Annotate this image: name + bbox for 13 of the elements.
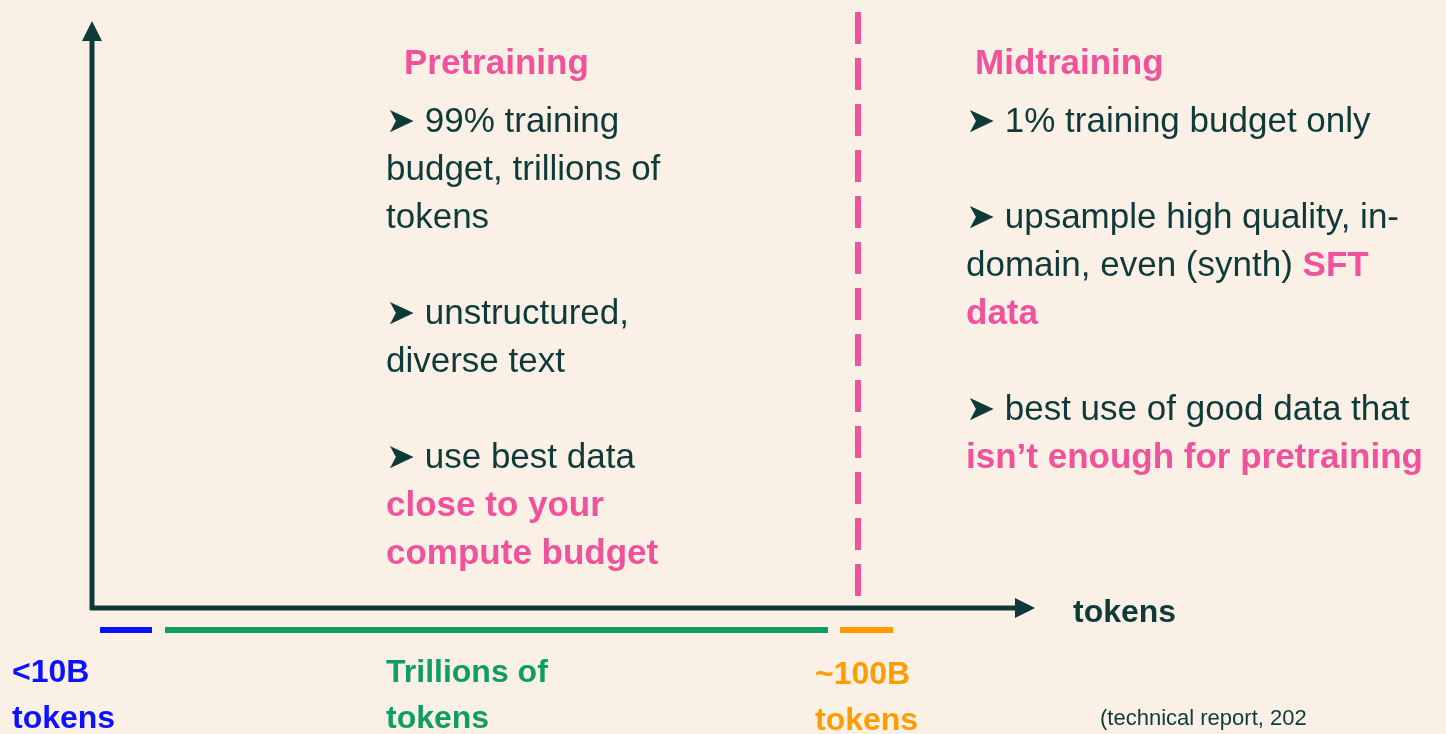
bullet-point: ➤ best use of good data that isn’t enough for pretraining: [966, 387, 1424, 477]
section-heading: Pretraining: [404, 41, 590, 83]
citation-text: (technical report, 202: [1100, 704, 1307, 732]
bullet-point: ➤ upsample high quality, in-domain, even (synth) SFT data: [966, 195, 1401, 333]
section-heading: Midtraining: [975, 41, 1165, 83]
axis-label: tokens: [1073, 592, 1178, 631]
range-label: ~100B tokens: [815, 654, 920, 734]
range-label: <10B tokens: [12, 652, 117, 734]
bullet-point: ➤ 99% training budget, trillions of tokens: [386, 99, 662, 237]
bullet-point: ➤ use best data close to your compute budget: [386, 435, 660, 573]
bullet-point: ➤ 1% training budget only: [966, 99, 1372, 141]
range-label: Trillions of tokens: [386, 652, 549, 734]
bullet-point: ➤ unstructured, diverse text: [386, 291, 630, 381]
